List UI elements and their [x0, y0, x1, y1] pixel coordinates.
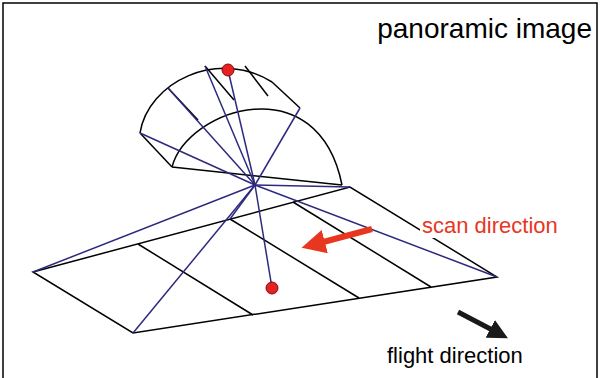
- frame: [3, 3, 597, 378]
- image-cylinder: [140, 66, 342, 185]
- projection-rays: [33, 66, 497, 333]
- ground-point: [266, 282, 278, 294]
- scan-label: scan direction: [420, 214, 560, 238]
- image-point: [222, 64, 234, 76]
- ground-strip: [33, 187, 497, 333]
- scan-arrow: [312, 229, 372, 245]
- image-title: panoramic image: [375, 14, 594, 45]
- flight-arrow: [458, 312, 500, 334]
- flight-label: flight direction: [385, 344, 525, 368]
